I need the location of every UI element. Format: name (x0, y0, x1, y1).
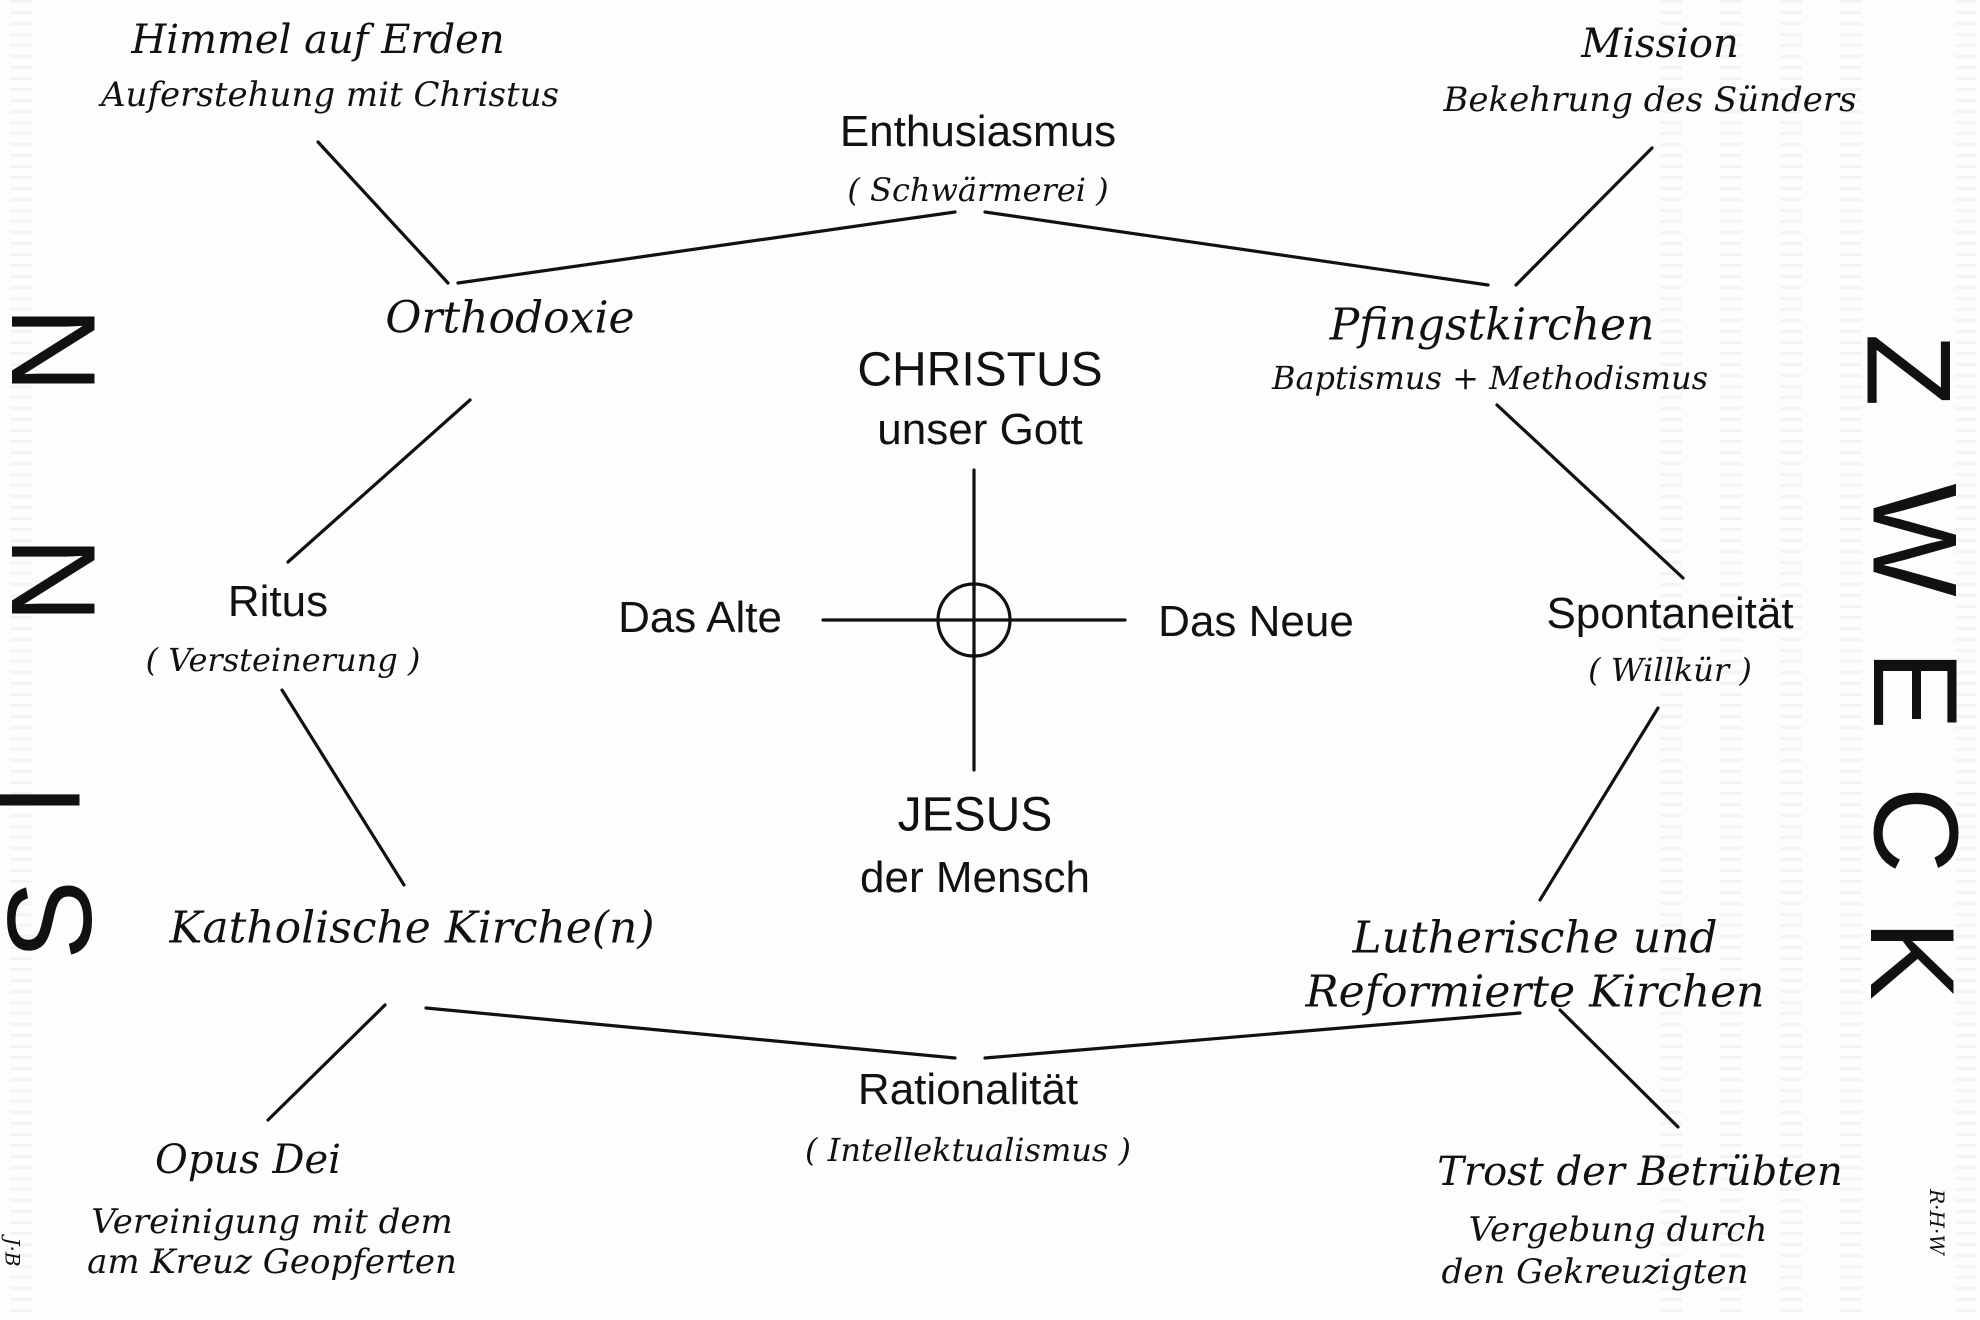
side-letter-left-n2: N (0, 537, 120, 624)
page-texture (1720, 0, 1742, 1320)
corner-title-bottom-left: Opus Dei (155, 1137, 341, 1183)
church-lutherisch-1: Lutherische und (1352, 912, 1718, 964)
corner-subtitle-bottom-left-1: Vereinigung mit dem (91, 1202, 453, 1242)
side-letter-right-k: K (1845, 919, 1980, 1001)
church-pfingstkirchen: Pfingstkirchen (1329, 299, 1655, 351)
line-ritus-katholisch (280, 688, 406, 887)
pole-right-label: Spontaneität (1546, 589, 1794, 638)
line-pfingst-spontaneitaet (1495, 403, 1685, 580)
pole-bottom-paren: ( Intellektualismus ) (805, 1131, 1131, 1169)
corner-subtitle-bottom-right-1: Vergebung durch (1468, 1210, 1768, 1250)
church-orthodoxie: Orthodoxie (385, 292, 635, 344)
corner-title-top-right: Mission (1581, 21, 1739, 67)
page-texture (1955, 0, 1977, 1320)
side-letter-right-e: E (1848, 649, 1980, 731)
page-texture (1840, 0, 1862, 1320)
center-das-neue: Das Neue (1158, 597, 1354, 646)
corner-subtitle-top-left: Auferstehung mit Christus (101, 75, 559, 115)
corner-subtitle-bottom-left-2: am Kreuz Geopferten (87, 1242, 457, 1282)
corner-title-bottom-right: Trost der Betrübten (1437, 1149, 1843, 1195)
church-lutherisch-2: Reformierte Kirchen (1305, 966, 1765, 1018)
line-rationalitaet-lutherisch (983, 1011, 1522, 1060)
line-mission-pfingst (1514, 146, 1654, 287)
line-lutherisch-trost (1558, 1008, 1680, 1129)
page-texture (10, 0, 32, 1320)
church-katholisch: Katholische Kirche(n) (169, 902, 655, 954)
line-spontaneitaet-lutherisch (1538, 706, 1660, 902)
page-texture (1780, 0, 1802, 1320)
pole-top-paren: ( Schwärmerei ) (847, 171, 1109, 209)
corner-subtitle-top-right: Bekehrung des Sünders (1443, 80, 1857, 120)
signature-left: J·B (0, 1237, 25, 1267)
pole-left-paren: ( Versteinerung ) (145, 641, 421, 679)
side-letter-left-i: I (0, 783, 106, 816)
pole-bottom-label: Rationalität (857, 1065, 1079, 1114)
signature-right: R·H·W (1924, 1189, 1949, 1255)
page-texture (1660, 0, 1682, 1320)
line-enthusiasmus-pfingst (983, 210, 1490, 287)
line-katholisch-opus (266, 1003, 387, 1122)
line-orthodoxie-enthusiasmus (456, 210, 957, 285)
center-das-alte: Das Alte (618, 593, 782, 642)
line-himmel-orthodoxie (316, 140, 450, 285)
pole-top-label: Enthusiasmus (839, 107, 1117, 156)
church-pfingstkirchen-sub: Baptismus + Methodismus (1271, 359, 1709, 397)
line-orthodoxie-ritus (286, 398, 472, 564)
corner-subtitle-bottom-right-2: den Gekreuzigten (1441, 1252, 1749, 1292)
pole-left-label: Ritus (227, 577, 329, 626)
center-unser-gott: unser Gott (877, 405, 1083, 454)
center-jesus: JESUS (897, 788, 1053, 842)
side-letter-right-w: W (1847, 483, 1980, 597)
side-letter-left-s: S (0, 880, 117, 960)
center-christus: CHRISTUS (857, 343, 1103, 397)
center-der-mensch: der Mensch (860, 853, 1090, 902)
pole-right-paren: ( Willkür ) (1588, 651, 1752, 689)
corner-title-top-left: Himmel auf Erden (131, 17, 505, 63)
side-letter-left-n1: N (0, 307, 120, 394)
side-letter-right-c: C (1848, 786, 1980, 874)
side-letter-right-z: Z (1841, 333, 1976, 407)
line-katholisch-rationalitaet (424, 1006, 957, 1060)
